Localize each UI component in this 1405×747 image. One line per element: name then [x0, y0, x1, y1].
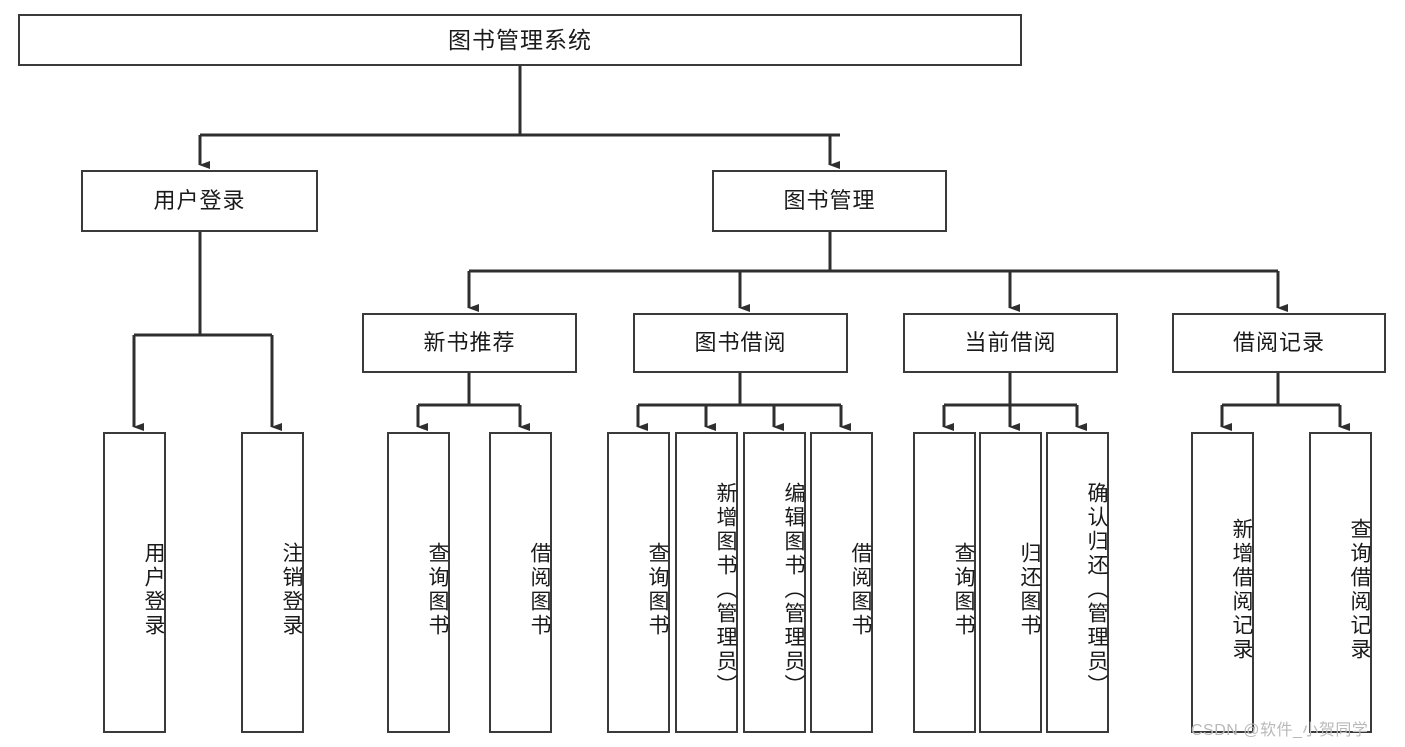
node-leaf-borrow-book-2-label: 借阅图书	[849, 541, 872, 638]
node-leaf-query-book-3-label: 查询图书	[952, 541, 975, 638]
node-leaf-add-book-label: 新增图书（管理员）	[714, 481, 737, 698]
node-leaf-confirm-return[interactable]: 确认归还（管理员）	[1046, 432, 1109, 733]
node-leaf-add-book[interactable]: 新增图书（管理员）	[675, 432, 738, 733]
node-leaf-query-book-2-label: 查询图书	[646, 541, 669, 638]
node-leaf-query-record[interactable]: 查询借阅记录	[1309, 432, 1372, 733]
node-new-book-recommend-label: 新书推荐	[423, 330, 516, 356]
node-root-label: 图书管理系统	[448, 26, 592, 53]
node-current-borrow-label: 当前借阅	[964, 330, 1057, 356]
node-user-login-label: 用户登录	[153, 188, 246, 214]
node-leaf-borrow-book-1-label: 借阅图书	[528, 541, 551, 638]
node-book-borrow-label: 图书借阅	[694, 330, 787, 356]
node-leaf-borrow-book-2[interactable]: 借阅图书	[810, 432, 873, 733]
node-leaf-user-logout[interactable]: 注销登录	[241, 432, 304, 733]
node-leaf-user-login[interactable]: 用户登录	[103, 432, 166, 733]
node-leaf-return-book-label: 归还图书	[1018, 541, 1041, 638]
node-book-borrow[interactable]: 图书借阅	[633, 313, 848, 373]
node-new-book-recommend[interactable]: 新书推荐	[362, 313, 577, 373]
node-leaf-query-book-1-label: 查询图书	[426, 541, 449, 638]
node-leaf-add-record-label: 新增借阅记录	[1230, 517, 1253, 662]
node-borrow-record[interactable]: 借阅记录	[1172, 313, 1386, 373]
node-borrow-record-label: 借阅记录	[1232, 330, 1325, 356]
node-leaf-return-book[interactable]: 归还图书	[979, 432, 1042, 733]
node-leaf-query-book-1[interactable]: 查询图书	[387, 432, 450, 733]
node-leaf-confirm-return-label: 确认归还（管理员）	[1085, 481, 1108, 698]
node-current-borrow[interactable]: 当前借阅	[903, 313, 1118, 373]
node-leaf-user-logout-label: 注销登录	[280, 541, 303, 638]
node-leaf-add-record[interactable]: 新增借阅记录	[1191, 432, 1254, 733]
node-leaf-borrow-book-1[interactable]: 借阅图书	[489, 432, 552, 733]
node-root[interactable]: 图书管理系统	[18, 14, 1022, 66]
node-leaf-query-book-3[interactable]: 查询图书	[913, 432, 976, 733]
node-book-manage[interactable]: 图书管理	[712, 170, 947, 232]
node-leaf-edit-book-label: 编辑图书（管理员）	[782, 481, 805, 698]
node-leaf-user-login-label: 用户登录	[142, 541, 165, 638]
node-user-login[interactable]: 用户登录	[81, 170, 318, 232]
csdn-watermark: CSDN @软件_小贺同学	[1191, 722, 1369, 739]
node-leaf-edit-book[interactable]: 编辑图书（管理员）	[743, 432, 806, 733]
node-leaf-query-book-2[interactable]: 查询图书	[607, 432, 670, 733]
node-book-manage-label: 图书管理	[783, 188, 876, 214]
node-leaf-query-record-label: 查询借阅记录	[1348, 517, 1371, 662]
